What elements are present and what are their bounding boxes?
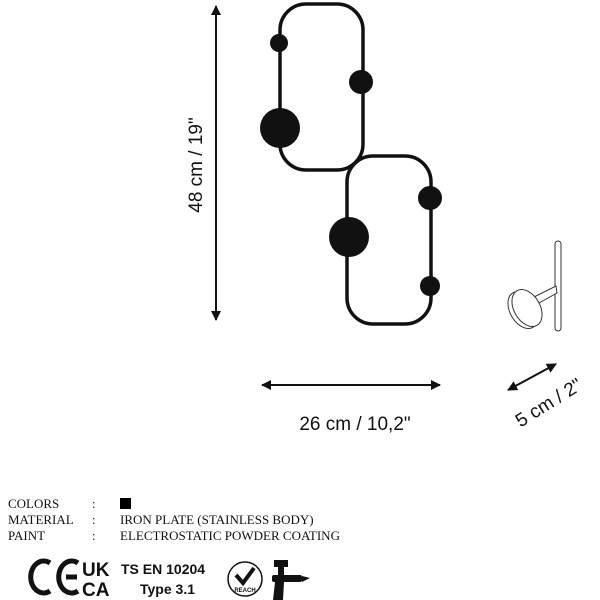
spec-label: COLORS [8,496,60,511]
wall-decor-front-view [260,2,442,326]
disc [260,108,300,148]
ce-mark-icon [28,558,80,596]
depth-arrow [507,363,557,391]
spec-value: IRON PLATE (STAINLESS BODY) [120,512,314,527]
spec-separator: : [92,512,96,527]
disc [420,276,440,296]
certifications: UK CA TS EN 10204 Type 3.1 REACH [28,558,310,600]
height-label: 48 cm / 19" [186,117,207,212]
disc [418,186,442,210]
color-swatch-black [120,498,131,509]
reach-label: REACH [234,588,255,594]
type-label: Type 3.1 [140,581,195,597]
spec-separator: : [92,496,96,511]
spec-label: MATERIAL [8,512,74,527]
spec-label: PAINT [8,528,46,543]
width-label: 26 cm / 10,2" [299,414,410,435]
disc [329,217,369,257]
standard-label: TS EN 10204 [121,561,205,577]
ukca-bottom: CA [82,580,110,600]
spec-separator: : [92,528,96,543]
side-view [507,240,562,332]
disc [349,70,373,94]
depth-label: 5 cm / 2" [512,375,586,432]
reach-check-icon: REACH [227,561,263,597]
spec-value: ELECTROSTATIC POWDER COATING [120,528,340,543]
ukca-top: UK [82,560,110,581]
spray-gun-icon [272,560,310,600]
disc [270,34,288,52]
